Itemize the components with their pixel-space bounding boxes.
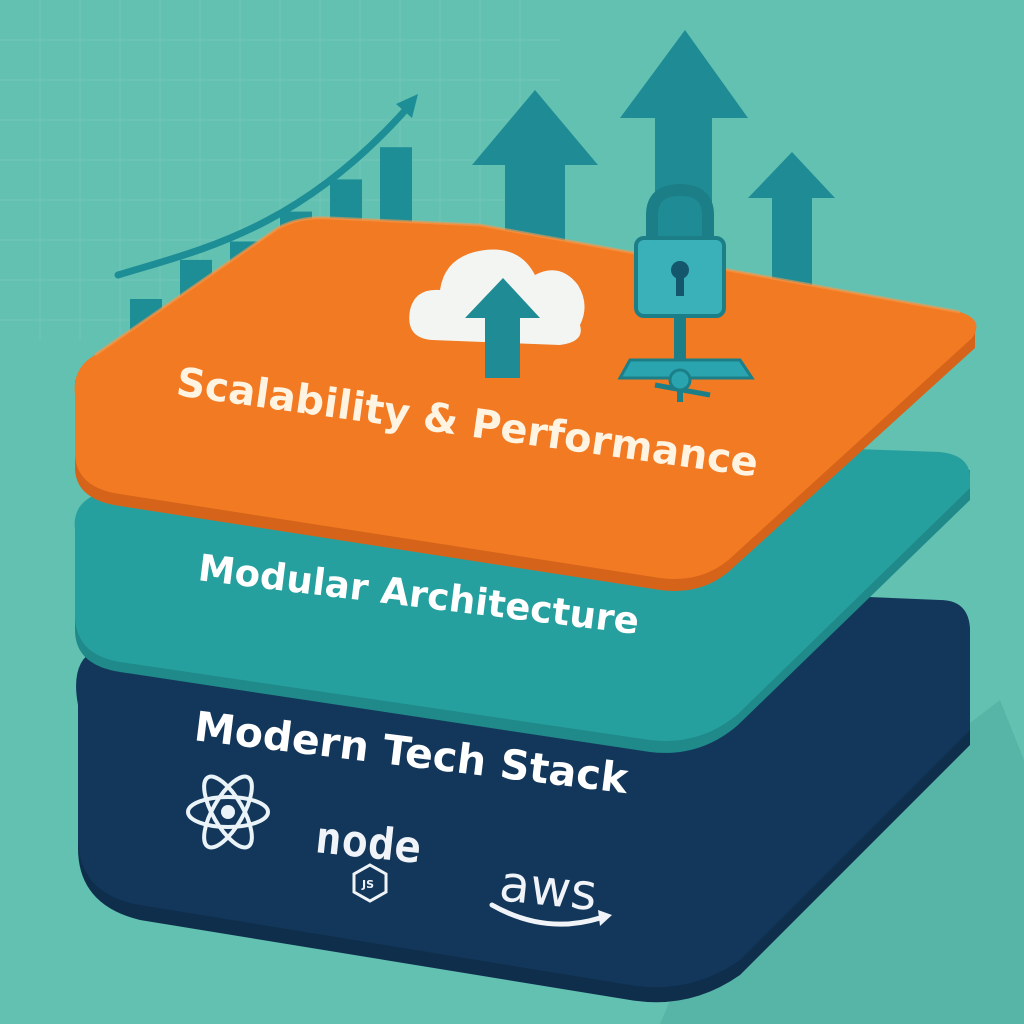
up-arrow-icon (620, 30, 748, 330)
cloud-upload-icon (409, 249, 585, 378)
aws-logo-icon: aws (489, 854, 612, 927)
padlock-icon (634, 183, 726, 318)
padlock-keyhole (671, 261, 689, 279)
aws-smile (489, 902, 603, 927)
nodejs-logo-wordmark: node (313, 812, 424, 874)
top-layer-face (74, 217, 977, 579)
up-arrow-icon (472, 90, 598, 300)
up-arrows (472, 30, 835, 330)
up-arrow-icon (748, 152, 835, 322)
trend-line (114, 101, 414, 279)
padlock-keyhole-slot (676, 274, 684, 296)
nodejs-logo-icon: node JS (313, 812, 424, 903)
node-base (617, 358, 755, 380)
nodejs-hexagon (352, 863, 388, 903)
react-logo-icon (186, 774, 270, 850)
nodejs-logo-js: JS (361, 878, 374, 891)
top-layer-highlight (94, 216, 961, 357)
padlock-shackle (646, 183, 714, 245)
top-layer (74, 216, 977, 591)
aws-logo-wordmark: aws (497, 854, 600, 922)
upload-arrow (465, 278, 540, 378)
node-dot (668, 368, 692, 392)
aws-smile-arrow (598, 910, 612, 926)
node-stem (674, 314, 686, 364)
network-node-icon (617, 314, 755, 402)
trend-arrowhead (396, 94, 418, 118)
